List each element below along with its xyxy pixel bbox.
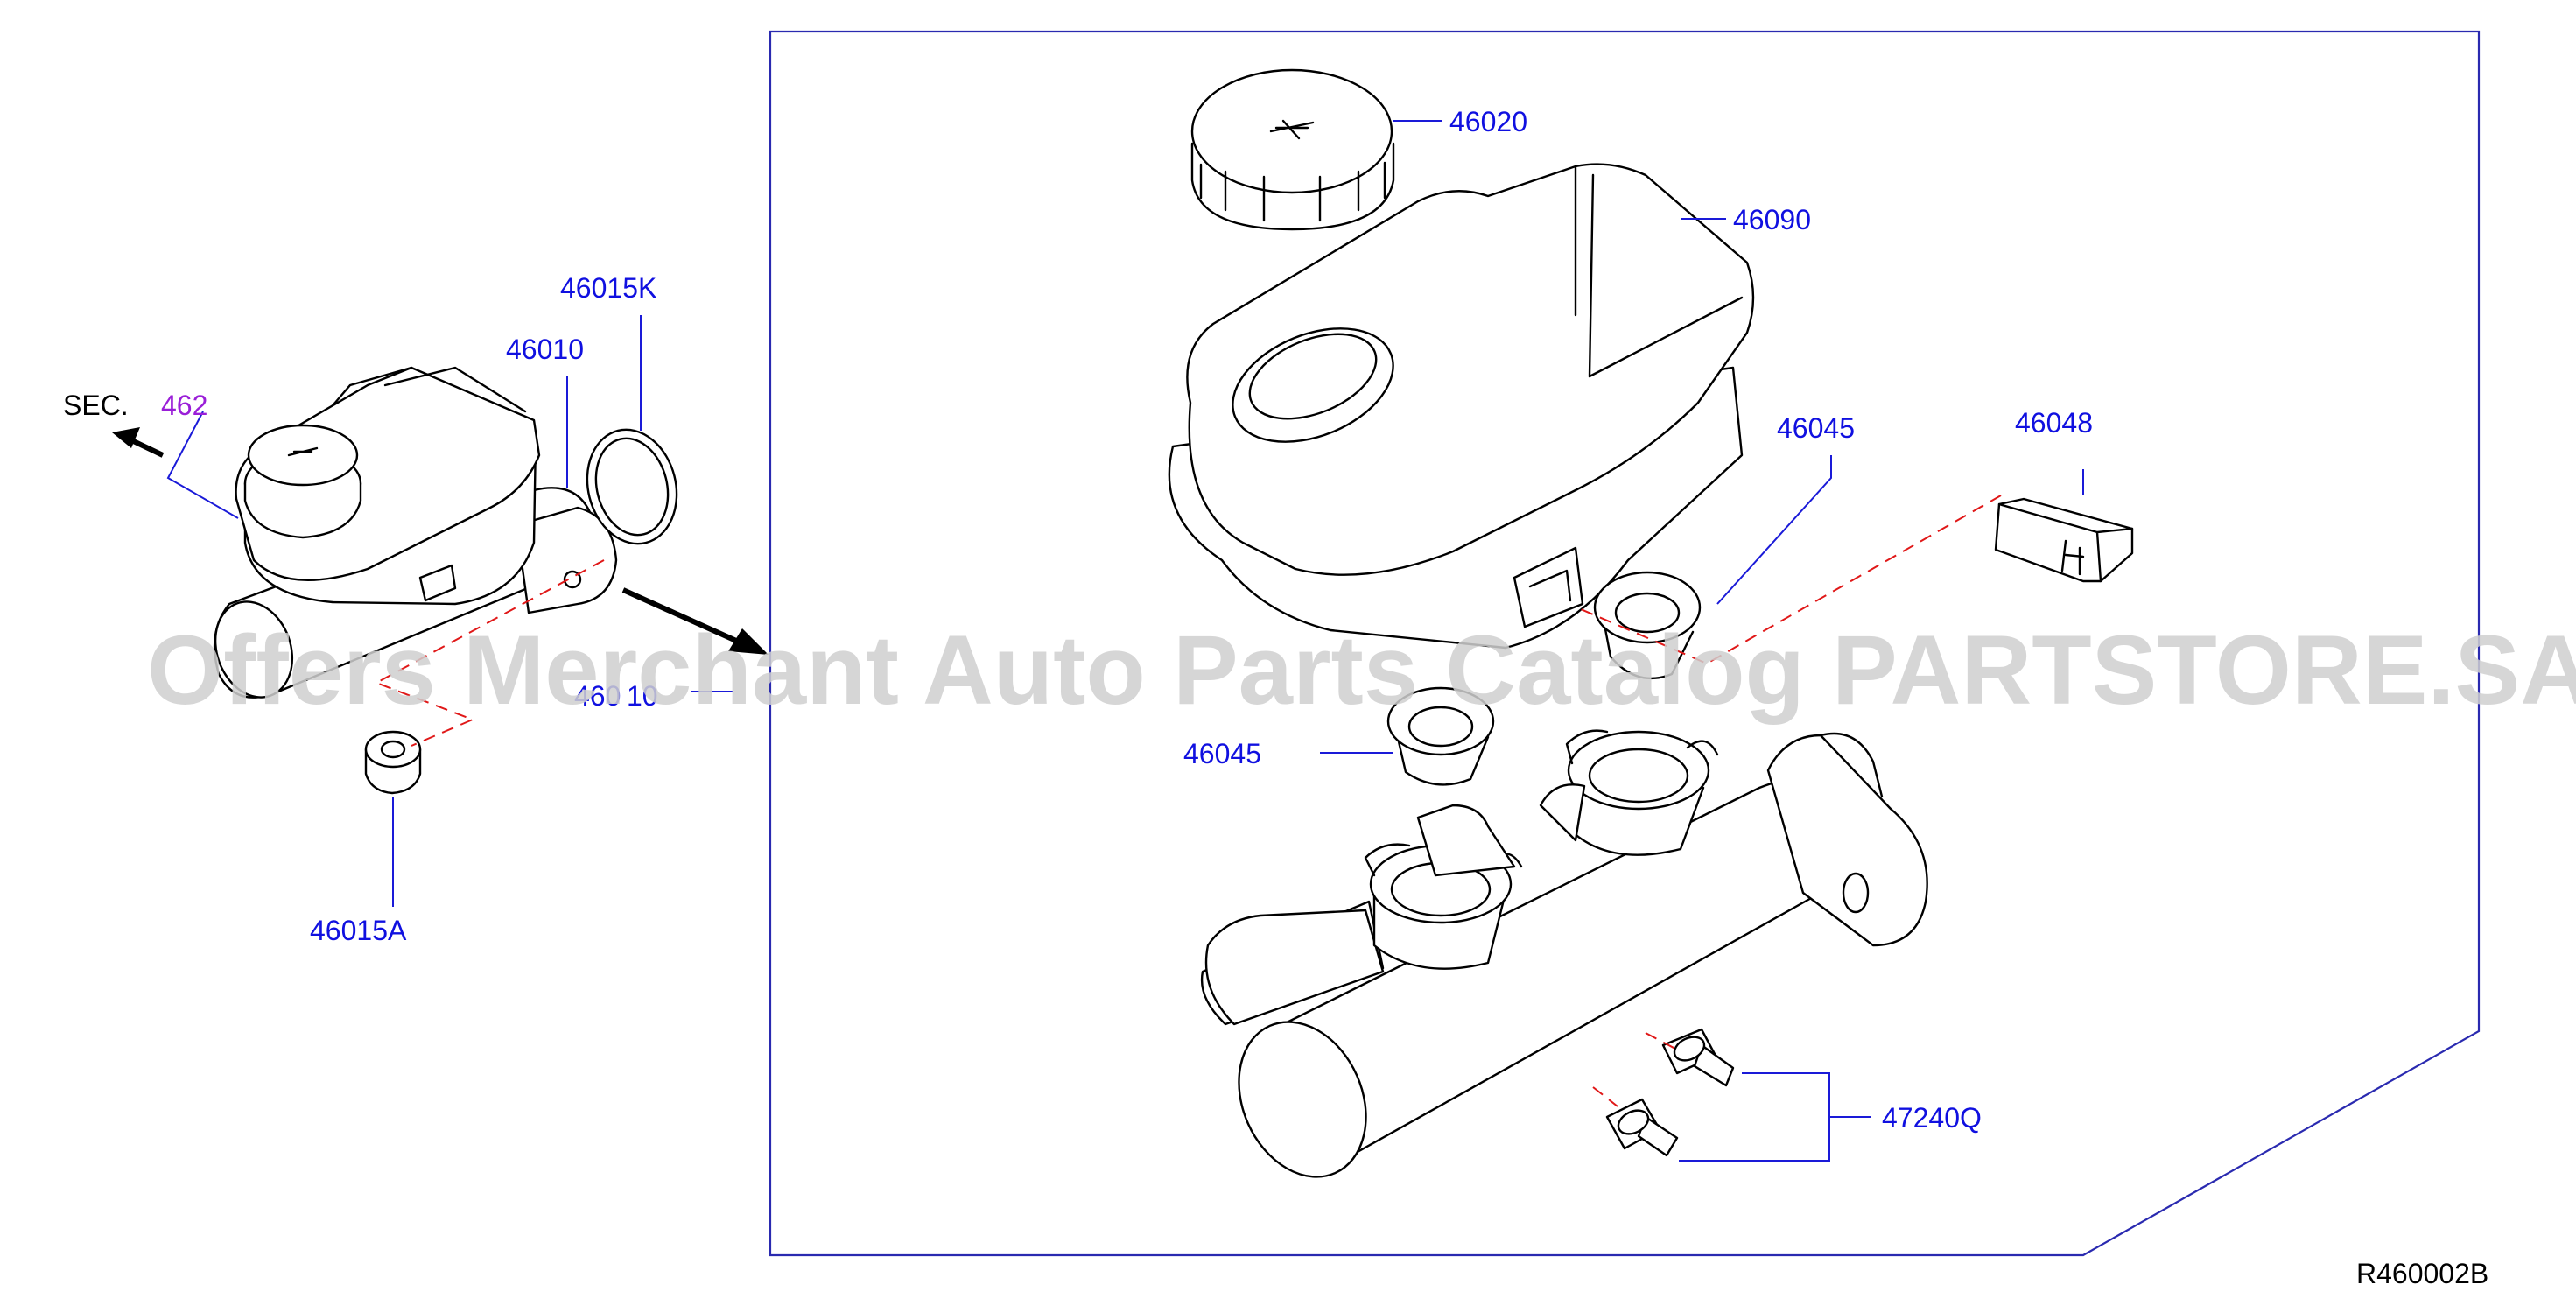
nut-alignment-line (374, 559, 605, 747)
label-nut: 46015A (310, 915, 407, 946)
reservoir-part (1168, 163, 1755, 650)
section-arrow (112, 411, 239, 519)
leader-bleeder (1679, 1072, 1871, 1162)
assembled-master-cylinder (213, 366, 769, 699)
section-number-link[interactable]: 462 (161, 390, 207, 421)
label-grommet-lower: 46045 (1183, 738, 1261, 769)
master-cylinder-body (1200, 729, 1928, 1178)
bleeder-screw-upper (1661, 1028, 1735, 1087)
bleeder-alignment-upper (1645, 1032, 1676, 1050)
section-prefix: SEC. (63, 390, 129, 421)
level-sensor-part (1994, 497, 2134, 583)
label-o-ring: 46015K (560, 272, 656, 304)
label-bleeder: 47240Q (1882, 1102, 1982, 1134)
grommet-lower-part (1386, 686, 1495, 786)
label-grommet-upper: 46045 (1777, 412, 1855, 444)
o-ring-part (586, 428, 678, 545)
reservoir-cap-part (1190, 68, 1395, 231)
arrow-to-exploded-icon (728, 628, 769, 655)
watermark-text: Offers Merchant Auto Parts Catalog PARTS… (147, 615, 2576, 725)
bleeder-alignment-lower (1592, 1086, 1618, 1107)
label-sensor: 46048 (2015, 407, 2093, 439)
label-reservoir: 46090 (1733, 204, 1811, 235)
label-cap: 46020 (1449, 106, 1527, 137)
label-assembly: 46010 (506, 334, 584, 365)
arrow-left-icon (112, 427, 140, 448)
reference-code: R460002B (2356, 1258, 2488, 1289)
exploded-view-frame (769, 30, 2481, 1257)
leader-grommet-upper (1716, 455, 1832, 605)
label-cylinder-partial: 460 (574, 680, 621, 712)
label-cylinder-partial-tail: 10 (627, 680, 658, 712)
sensor-alignment-line (1580, 495, 2002, 665)
bleeder-screw-lower (1605, 1098, 1679, 1157)
nut-part (364, 730, 422, 795)
